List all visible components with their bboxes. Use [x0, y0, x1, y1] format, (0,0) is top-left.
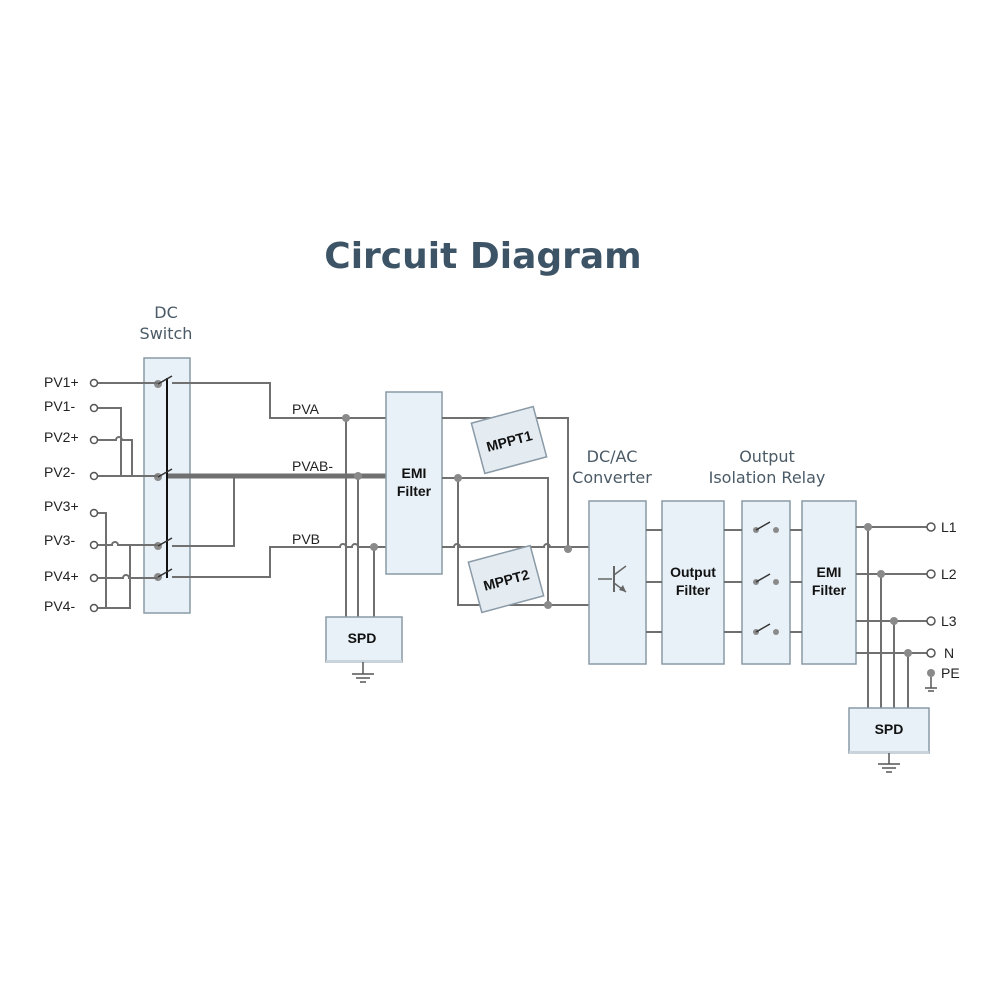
mppt1: MPPT1	[470, 405, 548, 475]
ground-icon	[925, 677, 937, 692]
emi-filter-ac-label-line2: Filter	[812, 582, 847, 598]
output-relay-label-line2: Isolation Relay	[709, 468, 826, 487]
pv-input-label: PV1-	[44, 398, 75, 414]
spd-ac: SPD	[848, 707, 930, 773]
output-filter-label-line1: Output	[670, 564, 716, 580]
spd-dc-label: SPD	[348, 630, 377, 646]
pv-inputs: PV1+ PV1- PV2+ PV2- PV3+ PV3- PV4+ PV4-	[44, 374, 99, 614]
ac-output-label: N	[944, 645, 954, 661]
output-relay-label-line1: Output	[739, 447, 795, 466]
bus-label-pvb: PVB	[292, 531, 320, 547]
ac-output-label: L1	[941, 519, 957, 535]
spd-ac-label: SPD	[875, 721, 904, 737]
dcac-converter-label-line1: DC/AC	[587, 447, 638, 466]
terminal-icon	[89, 403, 99, 413]
terminal-icon	[926, 648, 936, 658]
relay-contact-icon	[753, 573, 779, 585]
dc-switch-label-line2: Switch	[140, 324, 193, 343]
spd-dc-box	[325, 616, 403, 663]
relay-contact-icon	[753, 521, 779, 533]
ground-icon	[878, 753, 900, 773]
emi-filter-dc-box	[385, 391, 443, 575]
terminal-icon	[89, 435, 99, 445]
dcac-converter-box	[588, 500, 647, 665]
dcac-converter-label-line2: Converter	[572, 468, 652, 487]
igbt-icon	[598, 565, 627, 593]
mppt1-box	[470, 405, 548, 475]
ac-output-label: L3	[941, 613, 957, 629]
bus-label-pvab: PVAB-	[292, 458, 333, 474]
output-filter: Output Filter	[661, 500, 725, 665]
ac-wiring	[646, 523, 927, 708]
pv-input-label: PV2+	[44, 429, 79, 445]
emi-filter-ac-label-line1: EMI	[817, 564, 842, 580]
spd-dc: SPD	[325, 414, 403, 683]
bus-label-pva: PVA	[292, 401, 320, 417]
diagram-title: Circuit Diagram	[324, 236, 641, 277]
pv-input-label: PV3+	[44, 498, 79, 514]
emi-filter-dc-label-line1: EMI	[402, 465, 427, 481]
output-filter-label-line2: Filter	[676, 582, 711, 598]
terminal-icon	[926, 522, 936, 532]
pv-input-label: PV4-	[44, 598, 75, 614]
ac-outputs: L1 L2 L3 N PE	[925, 519, 960, 692]
emi-filter-dc-label-line2: Filter	[397, 483, 432, 499]
terminal-icon	[89, 378, 99, 388]
emi-filter-dc: EMI Filter	[385, 391, 443, 575]
relay-contact-icon	[753, 623, 779, 635]
dc-switch: DC Switch	[140, 303, 193, 614]
dcac-converter: DC/AC Converter	[572, 447, 652, 665]
pv-input-label: PV3-	[44, 532, 75, 548]
emi-filter-ac: EMI Filter	[801, 500, 857, 665]
output-filter-box	[661, 500, 725, 665]
mppt2-box	[467, 544, 545, 614]
pv-input-label: PV4+	[44, 568, 79, 584]
terminal-icon	[926, 569, 936, 579]
output-relay: Output Isolation Relay	[709, 447, 826, 665]
terminal-icon	[89, 508, 99, 518]
input-wiring	[98, 382, 386, 609]
terminal-icon	[89, 540, 99, 550]
ac-output-label: L2	[941, 566, 957, 582]
pe-terminal-icon	[927, 669, 935, 677]
pv-input-label: PV2-	[44, 464, 75, 480]
pv-input-label: PV1+	[44, 374, 79, 390]
mppt2: MPPT2	[467, 544, 545, 614]
terminal-icon	[926, 616, 936, 626]
terminal-icon	[89, 603, 99, 613]
output-relay-box	[741, 500, 791, 665]
ground-icon	[352, 662, 374, 683]
dc-link-wiring	[442, 417, 590, 609]
dc-switch-label-line1: DC	[154, 303, 178, 322]
terminal-icon	[89, 573, 99, 583]
emi-filter-ac-box	[801, 500, 857, 665]
ac-output-label: PE	[941, 665, 960, 681]
terminal-icon	[89, 471, 99, 481]
